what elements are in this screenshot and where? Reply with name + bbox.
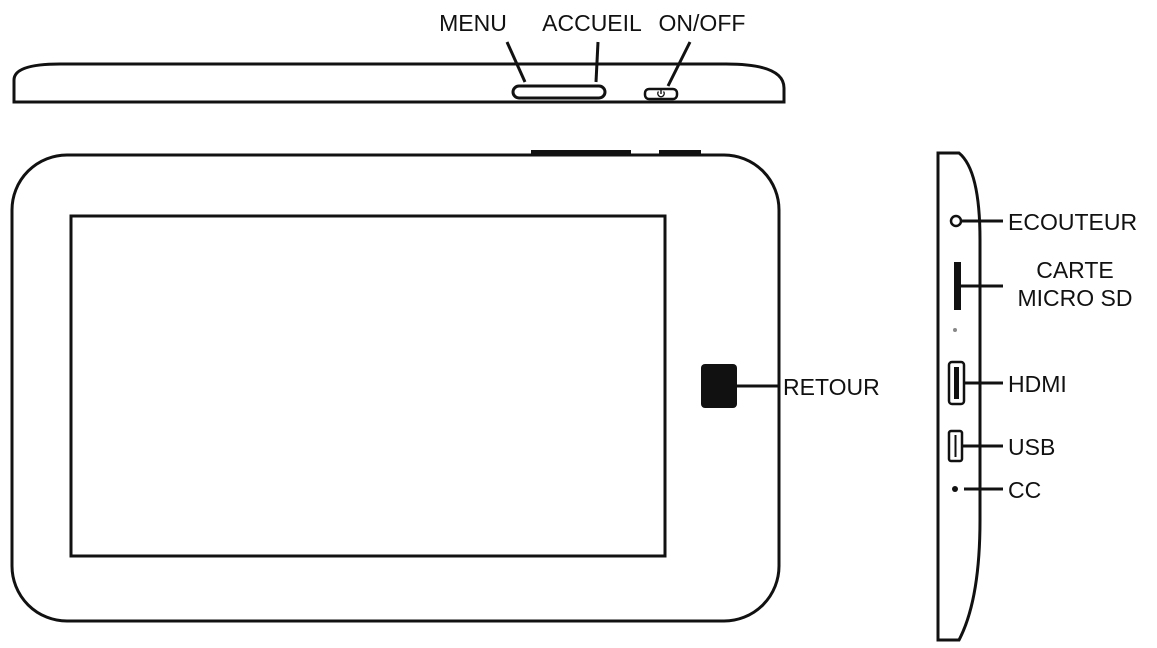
power-button xyxy=(643,87,679,101)
menu-home-rocker xyxy=(511,84,607,100)
dc-label: CC xyxy=(1008,477,1041,503)
power-leader-line xyxy=(666,41,692,87)
microsd-label-line1: CARTE xyxy=(1036,257,1114,283)
top-view-outline xyxy=(12,62,786,104)
back-label: RETOUR xyxy=(783,374,880,400)
home-leader-line xyxy=(594,41,600,83)
microsd-slot xyxy=(954,262,961,310)
top-button-protrusion-left xyxy=(531,150,631,156)
tablet-screen xyxy=(69,214,667,558)
microphone-hole xyxy=(953,328,957,332)
back-button xyxy=(701,364,737,408)
tablet-top-view: MENU ACCUEIL ON/OFF xyxy=(12,10,786,104)
usb-label: USB xyxy=(1008,434,1055,460)
tablet-body xyxy=(10,153,781,623)
earphone-label: ECOUTEUR xyxy=(1008,209,1137,235)
dc-jack xyxy=(952,486,958,492)
side-view-outline xyxy=(936,151,982,642)
home-label: ACCUEIL xyxy=(542,10,642,36)
power-label: ON/OFF xyxy=(659,10,746,36)
menu-leader-line xyxy=(505,41,527,83)
tablet-side-view: ECOUTEUR CARTE MICRO SD HDMI USB CC xyxy=(936,151,1137,642)
microsd-label-line2: MICRO SD xyxy=(1018,285,1133,311)
hdmi-label: HDMI xyxy=(1008,371,1067,397)
earphone-jack xyxy=(949,214,963,228)
menu-label: MENU xyxy=(439,10,507,36)
tablet-front-view: RETOUR xyxy=(10,150,880,623)
hdmi-port-inner xyxy=(954,367,959,399)
top-button-protrusion-right xyxy=(659,150,701,156)
power-icon xyxy=(657,90,665,98)
